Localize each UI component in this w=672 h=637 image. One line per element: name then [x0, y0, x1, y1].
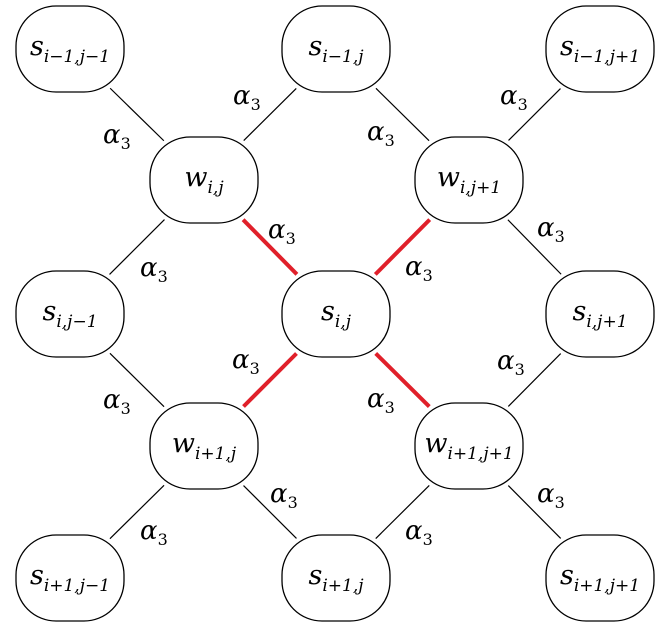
node-w-ip1-jp1: wi+1,j+1 — [414, 402, 524, 490]
edge-label-6: α3 — [405, 252, 433, 285]
node-shape — [281, 534, 391, 622]
edge-label-1: α3 — [233, 81, 261, 114]
node-s-im1-j: si−1,j — [281, 5, 391, 93]
edge-label-4: α3 — [140, 253, 168, 286]
node-s-ip1-jm1: si+1,j−1 — [15, 534, 125, 622]
edge-label-14: α3 — [405, 516, 433, 549]
node-s-im1-jm1: si−1,j−1 — [15, 5, 125, 93]
edge-label-11: α3 — [497, 346, 525, 379]
node-shape — [414, 136, 524, 224]
node-label: wi+1,j — [172, 428, 237, 464]
node-label: si−1,j+1 — [560, 31, 640, 67]
node-label: si−1,j — [308, 31, 364, 67]
node-s-im1-jp1: si−1,j+1 — [545, 5, 655, 93]
edge-label-7: α3 — [537, 213, 565, 246]
node-s-i-jp1: si,j+1 — [545, 270, 655, 358]
edge-s-i-j-to-w-ip1-jp1-highlighted — [374, 352, 431, 408]
edge-w-ip1-j-to-s-ip1-j — [243, 485, 297, 539]
node-shape — [281, 5, 391, 93]
node-label: si,j — [321, 296, 352, 332]
node-s-ip1-j: si+1,j — [281, 534, 391, 622]
edge-label-9: α3 — [232, 345, 260, 378]
edge-s-i-jp1-to-w-ip1-jp1 — [507, 353, 562, 407]
edge-w-i-jp1-to-s-i-jp1 — [507, 219, 562, 275]
edge-s-im1-jp1-to-w-i-jp1 — [508, 88, 561, 141]
node-shape — [15, 5, 125, 93]
edge-label-3: α3 — [500, 81, 528, 114]
node-shape — [545, 534, 655, 622]
edge-w-i-j-to-s-i-j-highlighted — [241, 218, 299, 276]
node-s-i-j: si,j — [281, 270, 391, 358]
edge-w-ip1-jp1-to-s-ip1-j — [375, 485, 430, 539]
node-label: si+1,j+1 — [560, 560, 640, 596]
node-shape — [15, 534, 125, 622]
edge-s-im1-jm1-to-w-i-j — [109, 87, 165, 142]
nodes: si−1,j−1 si−1,j si−1,j+1 wi,j wi,j+1 si,j−1 si… — [15, 5, 655, 622]
edge-label-12: α3 — [140, 516, 168, 549]
edge-w-ip1-j-to-s-ip1-jm1 — [109, 484, 165, 540]
node-label: wi,j — [184, 162, 224, 198]
node-shape — [414, 402, 524, 490]
edge-labels: α3 α3 α3 α3 α3 α3 α3 α3 α3 α3 α3 α3 α3 α3 α3 α3 — [103, 81, 565, 549]
edge-label-8: α3 — [103, 385, 131, 418]
edge-s-i-jm1-to-w-ip1-j — [109, 352, 165, 408]
node-shape — [545, 5, 655, 93]
edge-s-im1-j-to-w-i-jp1 — [375, 87, 430, 142]
edge-label-13: α3 — [270, 479, 298, 512]
edge-w-i-j-to-s-i-jm1 — [109, 219, 165, 275]
node-w-ip1-j: wi+1,j — [149, 402, 259, 490]
node-label: si,j−1 — [42, 296, 97, 332]
node-label: si+1,j−1 — [30, 560, 110, 596]
node-s-i-jm1: si,j−1 — [15, 270, 125, 358]
edge-s-i-j-to-w-ip1-j-highlighted — [242, 352, 298, 408]
edge-label-10: α3 — [367, 384, 395, 417]
node-shape — [15, 270, 125, 358]
edge-s-im1-j-to-w-i-j — [243, 88, 297, 141]
edge-label-0: α3 — [103, 120, 131, 153]
node-shape — [281, 270, 391, 358]
node-shape — [545, 270, 655, 358]
edge-label-5: α3 — [268, 215, 296, 248]
edge-w-ip1-jp1-to-s-ip1-jp1 — [507, 485, 562, 539]
node-label: wi+1,j+1 — [424, 428, 513, 464]
edge-label-2: α3 — [367, 117, 395, 150]
edge-w-i-jp1-to-s-i-j-highlighted — [373, 218, 432, 276]
node-w-i-jp1: wi,j+1 — [414, 136, 524, 224]
edges — [109, 87, 562, 540]
node-s-ip1-jp1: si+1,j+1 — [545, 534, 655, 622]
node-w-i-j: wi,j — [149, 136, 259, 224]
node-label: si+1,j — [308, 560, 364, 596]
node-label: si,j+1 — [572, 296, 627, 332]
node-label: si−1,j−1 — [30, 31, 110, 67]
node-shape — [149, 136, 259, 224]
node-shape — [149, 402, 259, 490]
node-label: wi,j+1 — [437, 162, 501, 198]
edge-label-15: α3 — [537, 479, 565, 512]
